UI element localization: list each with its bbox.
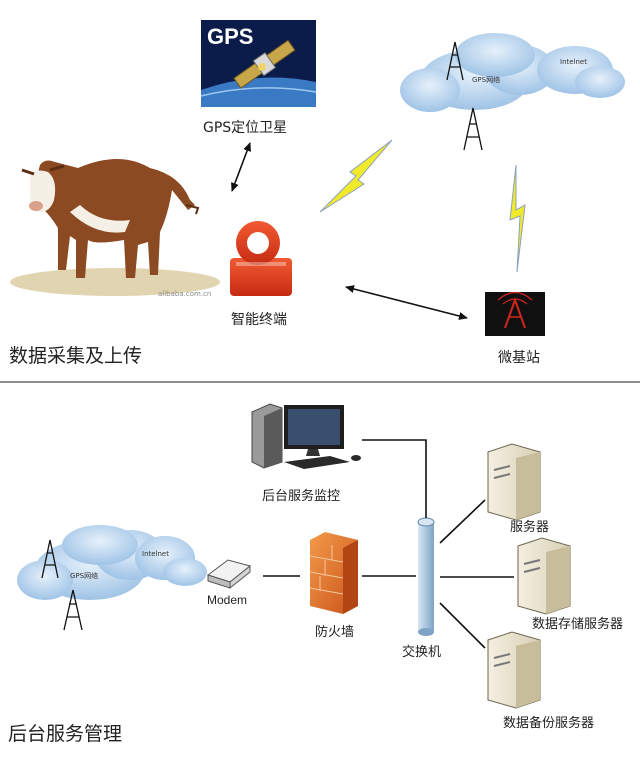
data-backup-server-label: 数据备份服务器 <box>503 716 595 731</box>
section-divider <box>0 381 640 383</box>
antenna-tower-icon <box>41 539 83 631</box>
cloud-internet-label-top: Intelnet <box>560 58 587 66</box>
monitor-computer-icon <box>251 403 361 469</box>
monitor-switch-line <box>362 439 427 518</box>
gps-terminal-arrow <box>231 142 251 192</box>
switch-label: 交换机 <box>402 645 442 660</box>
firewall-icon <box>309 532 358 614</box>
cloud-network-label-bottom: GPS网络 <box>70 571 98 580</box>
base-station-icon <box>485 291 545 336</box>
switch-server-line <box>439 499 486 544</box>
lightning-icon <box>319 139 393 213</box>
server-label: 服务器 <box>510 520 550 535</box>
cloud-network-label-top: GPS网络 <box>472 75 500 84</box>
smart-terminal-icon <box>230 221 292 296</box>
modem-icon <box>206 559 252 590</box>
server-icon <box>487 443 541 521</box>
data-storage-server-icon <box>517 537 571 615</box>
antenna-tower-icon <box>446 41 483 151</box>
lightning-icon <box>509 164 526 273</box>
cloud-network-top-icon <box>400 33 625 112</box>
terminal-station-arrow <box>345 285 468 320</box>
data-collection-title: 数据采集及上传 <box>9 345 143 367</box>
cloud-network-bottom-icon <box>17 525 207 600</box>
gps-satellite-label: GPS定位卫星 <box>203 120 288 136</box>
cow-icon <box>10 159 220 296</box>
data-backup-server-icon <box>487 631 541 709</box>
gps-badge: GPS <box>207 24 253 49</box>
switch-icon <box>417 517 435 636</box>
base-station-label: 微基站 <box>498 350 540 366</box>
backend-management-title: 后台服务管理 <box>8 723 123 745</box>
switch-backup-line <box>439 602 486 649</box>
smart-terminal-label: 智能终端 <box>231 312 287 328</box>
gps-satellite-icon <box>200 20 317 107</box>
cow-watermark: alibaba.com.cn <box>158 290 211 298</box>
monitor-label: 后台服务监控 <box>262 489 341 504</box>
firewall-label: 防火墙 <box>315 625 355 640</box>
data-storage-server-label: 数据存储服务器 <box>532 617 624 632</box>
cloud-internet-label-bottom: Intelnet <box>142 550 169 558</box>
modem-label: Modem <box>207 593 248 607</box>
